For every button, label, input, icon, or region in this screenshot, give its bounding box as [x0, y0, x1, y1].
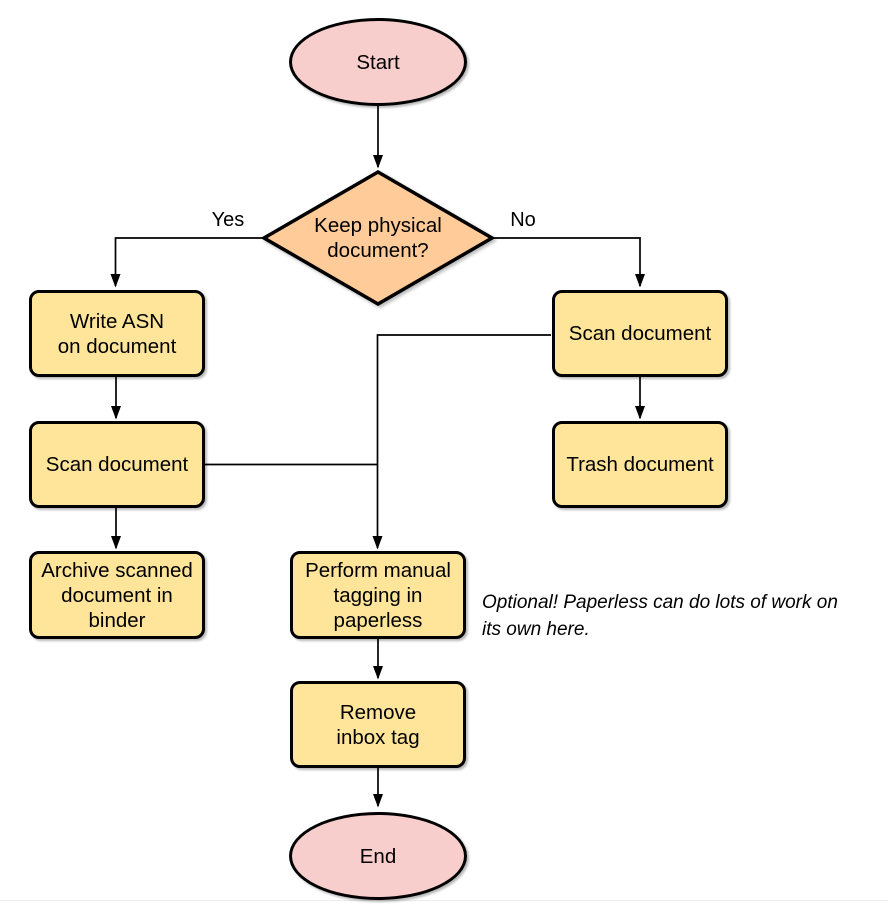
node-remove-inbox-tag: Remove inbox tag	[290, 681, 466, 768]
decision-label: Keep physical document?	[314, 214, 442, 262]
bottom-divider	[0, 900, 888, 901]
node-start: Start	[289, 18, 467, 106]
edge-decision-yes	[110, 237, 265, 288]
optional-note: Optional! Paperless can do lots of work …	[482, 592, 838, 640]
edge-label-yes: Yes	[204, 209, 252, 232]
node-decision: Keep physical document?	[262, 170, 494, 306]
node-manual-tagging: Perform manual tagging in paperless	[290, 551, 466, 639]
edge-label-no: No	[499, 209, 547, 232]
node-scan-document-right: Scan document	[552, 290, 728, 377]
node-archive-binder: Archive scanned document in binder	[29, 551, 205, 639]
node-trash-document: Trash document	[552, 421, 728, 508]
node-write-asn: Write ASN on document	[29, 290, 205, 377]
diamond-shape	[262, 170, 494, 306]
node-end: End	[289, 812, 467, 900]
edge-scanright-to-tagging	[372, 334, 551, 550]
node-scan-document-left: Scan document	[29, 421, 205, 508]
edge-decision-no	[491, 237, 645, 288]
